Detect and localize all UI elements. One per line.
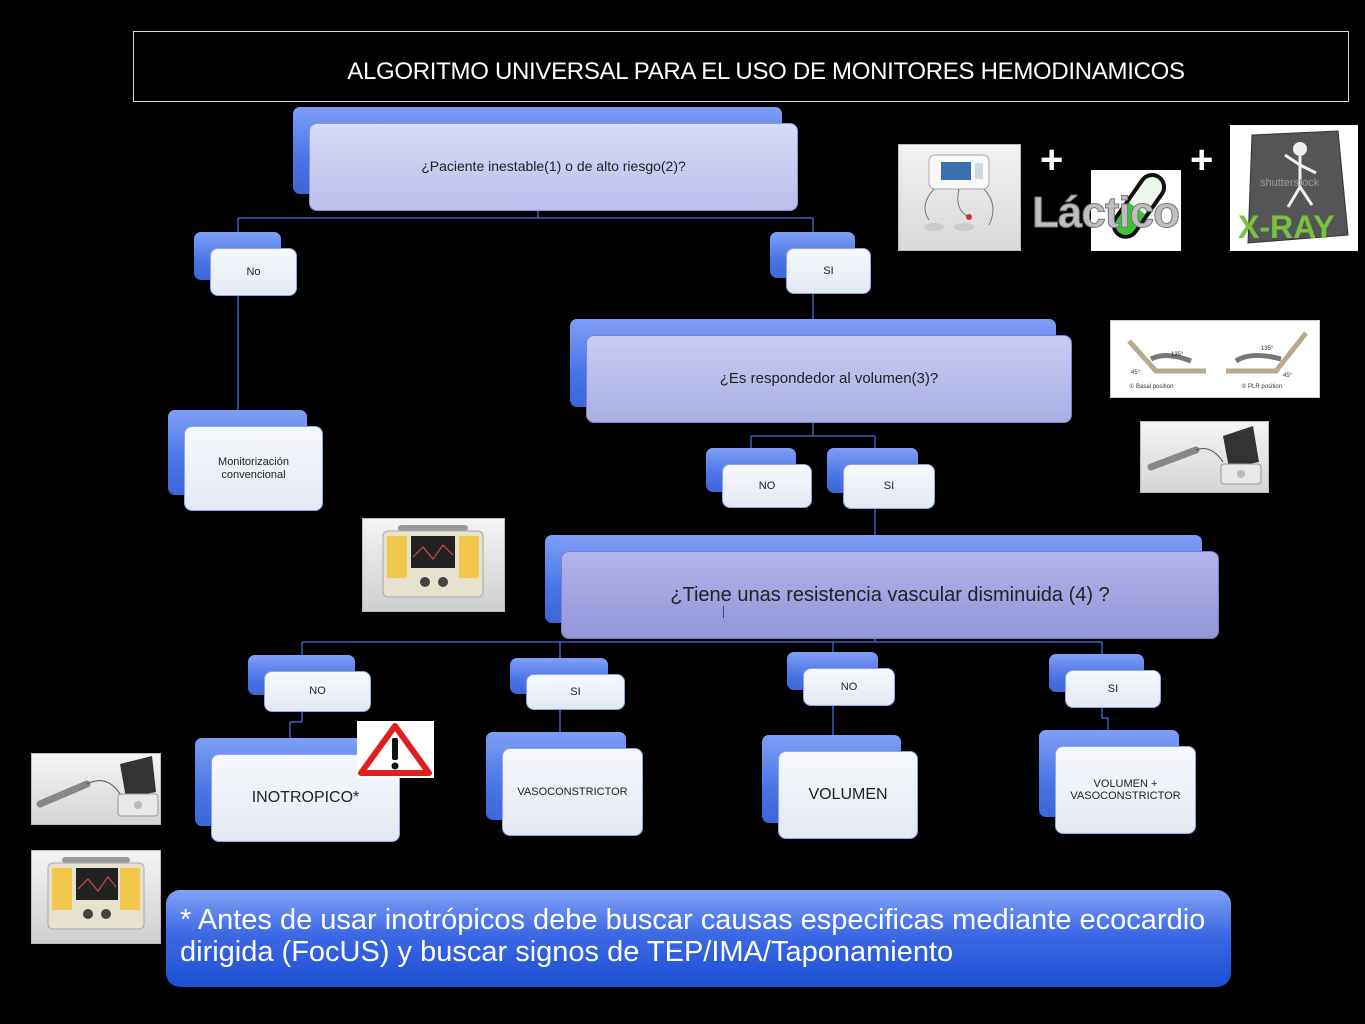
title-box: ALGORITMO UNIVERSAL PARA EL USO DE MONIT… [133, 31, 1349, 102]
xray-image: shutterstock X-RAY [1230, 125, 1358, 251]
lactic-tube-image [1091, 170, 1181, 251]
si-1-box[interactable]: SI [786, 248, 871, 294]
monitor-device-image [898, 144, 1021, 251]
result-inotropico-label: INOTROPICO* [251, 789, 360, 807]
question-1-box[interactable]: ¿Paciente inestable(1) o de alto riesgo(… [309, 123, 798, 211]
branch-1-box[interactable]: NO [264, 671, 371, 712]
question-2-label: ¿Es respondedor al volumen(3)? [719, 369, 939, 387]
text-cursor [723, 606, 724, 618]
hemodynamic-monitor-image-1 [362, 518, 505, 612]
branch-2-label: SI [570, 685, 581, 698]
page-title: ALGORITMO UNIVERSAL PARA EL USO DE MONIT… [347, 58, 1185, 85]
ultrasound-device-image-right [1140, 421, 1269, 493]
angle-label-plr-45: 45° [1283, 373, 1293, 379]
hemodynamic-monitor-image-2 [31, 850, 161, 944]
question-3-label: ¿Tiene unas resistencia vascular disminu… [670, 584, 1110, 606]
angle-label-basal-45: 45° [1131, 370, 1141, 376]
branch-3-label: NO [840, 680, 858, 693]
branch-1-label: NO [309, 685, 326, 698]
plr-positions-image: 135° 45° 135° 45° ① Basal position ② PLR… [1110, 320, 1320, 398]
si-2-box[interactable]: SI [843, 464, 935, 509]
plus-sign-2: + [1190, 138, 1214, 182]
branch-2-box[interactable]: SI [526, 674, 625, 710]
result-volumen-label: VOLUMEN [808, 786, 888, 804]
inotropic-warning-note: * Antes de usar inotrópicos debe buscar … [166, 890, 1231, 987]
result-volumen-vasoconstrictor-label: VOLUMEN + VASOCONSTRICTOR [1070, 777, 1181, 802]
plus-sign-1: + [1040, 138, 1064, 182]
warning-icon [357, 721, 434, 778]
angle-label-plr-135: 135° [1261, 346, 1274, 352]
result-volumen-vasoconstrictor-box[interactable]: VOLUMEN + VASOCONSTRICTOR [1055, 746, 1196, 834]
question-1-label: ¿Paciente inestable(1) o de alto riesgo(… [421, 158, 686, 175]
inotropic-warning-text: * Antes de usar inotrópicos debe buscar … [180, 904, 1206, 969]
basal-position-label: ① Basal position [1129, 384, 1174, 390]
no-2-box[interactable]: NO [722, 464, 812, 508]
plr-position-label: ② PLR position [1241, 384, 1283, 390]
angle-label-basal-135: 135° [1171, 352, 1184, 358]
result-volumen-box[interactable]: VOLUMEN [778, 751, 918, 839]
no-1-label: No [246, 265, 261, 278]
si-1-label: SI [823, 264, 834, 277]
ultrasound-device-image-left [31, 753, 161, 825]
conventional-monitoring-box[interactable]: Monitorización convencional [184, 426, 323, 511]
question-2-box[interactable]: ¿Es respondedor al volumen(3)? [586, 335, 1072, 423]
branch-4-box[interactable]: SI [1065, 670, 1161, 708]
lactic-label: Láctico [1031, 188, 1180, 238]
no-2-label: NO [758, 479, 776, 492]
si-2-label: SI [883, 480, 895, 493]
question-3-box[interactable]: ¿Tiene unas resistencia vascular disminu… [561, 551, 1219, 639]
branch-4-label: SI [1107, 682, 1119, 695]
xray-watermark: shutterstock [1260, 177, 1320, 189]
xray-label: X-RAY [1238, 209, 1335, 245]
no-1-box[interactable]: No [210, 248, 297, 296]
branch-3-box[interactable]: NO [803, 668, 895, 706]
result-vasoconstrictor-box[interactable]: VASOCONSTRICTOR [502, 748, 643, 836]
result-vasoconstrictor-label: VASOCONSTRICTOR [517, 785, 628, 798]
conventional-monitoring-label: Monitorización convencional [218, 456, 289, 481]
